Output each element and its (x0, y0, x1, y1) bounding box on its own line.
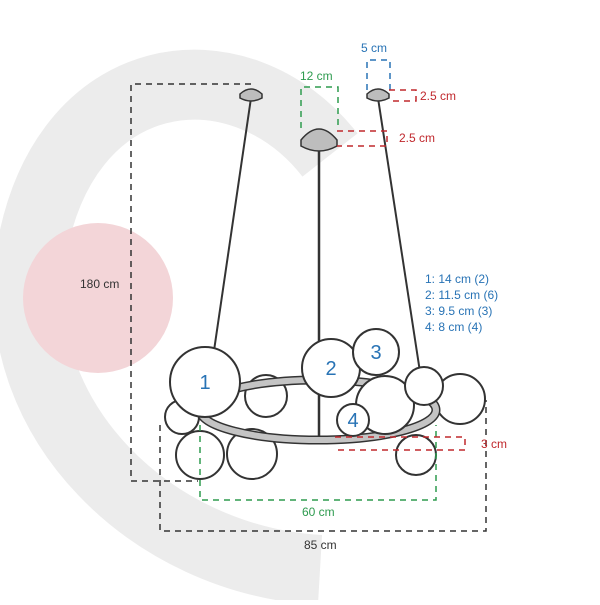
brand-arc (0, 49, 358, 605)
globe-size-1 (169, 346, 241, 418)
globe-label-3: 3 (370, 342, 381, 364)
red-dimension-guides (335, 89, 466, 451)
front-globes (169, 328, 444, 437)
globe-back-4 (226, 428, 278, 480)
globe-label-2: 2 (325, 358, 336, 380)
anchor-height-label: 2.5 cm (420, 89, 456, 103)
globe-size-legend: 1: 14 cm (2) 2: 11.5 cm (6) 3: 9.5 cm (3… (425, 272, 498, 334)
canopy-width-guide (300, 86, 339, 128)
globe-front-b (404, 366, 444, 406)
globe-back-6 (395, 434, 437, 476)
legend-line-1: 1: 14 cm (2) (425, 272, 489, 286)
canopy-height-guide (337, 130, 388, 147)
legend-line-2: 2: 11.5 cm (6) (425, 288, 498, 302)
right-wire (377, 97, 421, 373)
globe-label-4: 4 (347, 410, 358, 432)
anchor-width-label: 5 cm (361, 41, 387, 55)
globe-number-labels: 1 2 3 4 (199, 342, 381, 432)
overall-width-label: 85 cm (304, 538, 337, 552)
height-guide (130, 83, 251, 482)
ring-diameter-guide (199, 425, 437, 501)
globe-size-4 (336, 403, 370, 437)
overall-width-guide (159, 400, 487, 532)
canopy-height-label: 2.5 cm (399, 131, 435, 145)
ring-height-label: 3 cm (481, 437, 507, 451)
blue-dimension-guides (366, 59, 391, 90)
green-dimension-guides (199, 86, 437, 501)
left-wire (209, 97, 252, 379)
left-anchor (239, 88, 263, 102)
brand-dot (23, 223, 173, 373)
ceiling-parts (239, 88, 390, 152)
ring-height-guide (335, 436, 466, 451)
canopy-width-label: 12 cm (300, 69, 333, 83)
globe-label-1: 1 (199, 372, 210, 394)
dimension-labels: 180 cm 12 cm 5 cm 2.5 cm 2.5 cm 3 cm 60 … (80, 41, 507, 552)
ring-diameter-label: 60 cm (302, 505, 335, 519)
total-height-label: 180 cm (80, 277, 119, 291)
anchor-width-guide (366, 59, 391, 90)
legend-line-4: 4: 8 cm (4) (425, 320, 482, 334)
globe-size-3 (352, 328, 400, 376)
right-anchor (366, 88, 390, 102)
legend-line-3: 3: 9.5 cm (3) (425, 304, 492, 318)
anchor-height-guide (389, 89, 417, 102)
background-brand-mark (0, 49, 358, 605)
black-dimension-guides (130, 83, 487, 532)
